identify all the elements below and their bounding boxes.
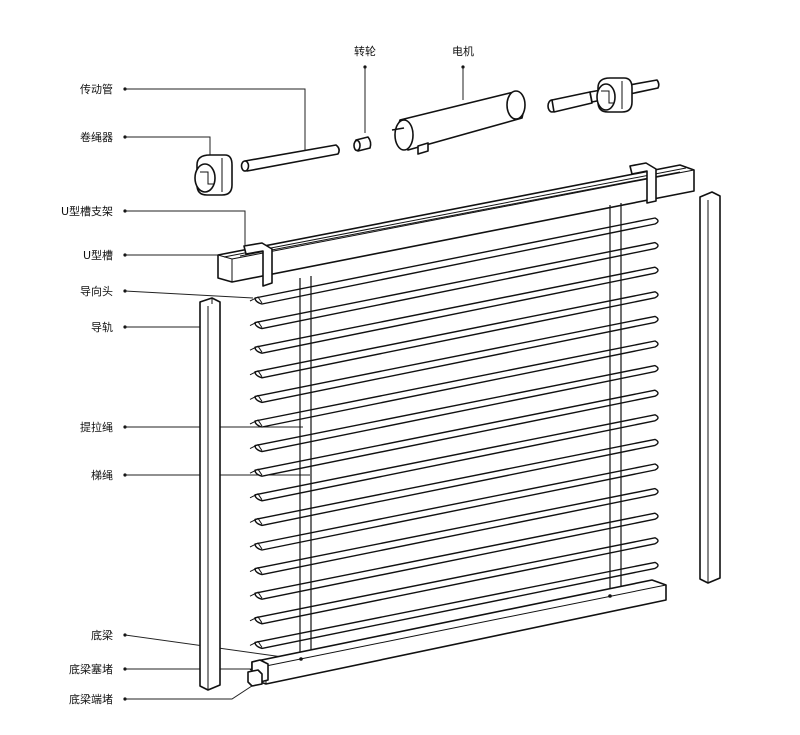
guide-head-tip <box>249 296 263 304</box>
label-bottom-rail-end-cap: 底梁端堵 <box>69 681 259 706</box>
slat <box>254 340 659 428</box>
guide-head-tip <box>249 419 263 427</box>
slat <box>254 266 659 354</box>
u-channel-bracket-left <box>243 242 273 287</box>
guide-head-tip <box>249 394 263 402</box>
guide-head-tip <box>249 320 263 328</box>
svg-text:提拉绳: 提拉绳 <box>80 420 113 434</box>
slat <box>254 389 659 477</box>
svg-text:转轮: 转轮 <box>354 44 376 58</box>
svg-text:U型槽支架: U型槽支架 <box>61 204 113 218</box>
guide-head-tip <box>249 345 263 353</box>
guide-head-tip <box>249 370 263 378</box>
svg-text:底梁端堵: 底梁端堵 <box>69 692 113 706</box>
bottom-rail-end-cap-part <box>247 669 263 687</box>
label-guide-rail: 导轨 <box>91 320 200 334</box>
label-u-channel: U型槽 <box>83 248 222 262</box>
slat <box>254 463 659 551</box>
svg-text:梯绳: 梯绳 <box>91 468 113 482</box>
guide-rail-right <box>699 191 721 584</box>
lift-cord-right <box>609 203 622 592</box>
guide-head-tip <box>249 640 263 648</box>
label-drive-tube: 传动管 <box>80 82 306 150</box>
pulley-part <box>353 136 372 152</box>
guide-head-tip <box>249 542 263 550</box>
svg-text:卷绳器: 卷绳器 <box>80 130 113 144</box>
slat <box>254 537 659 625</box>
cord-winder-right-part <box>596 77 633 113</box>
label-pulley: 转轮 <box>354 44 376 133</box>
slat <box>254 561 659 650</box>
slat <box>254 487 659 576</box>
guide-head-tip <box>249 616 263 624</box>
guide-head-tip <box>249 493 263 501</box>
guide-head-tip <box>249 591 263 599</box>
slat <box>254 291 659 379</box>
label-guide-head: 导向头 <box>80 284 254 299</box>
slat <box>254 241 659 330</box>
svg-text:导轨: 导轨 <box>91 320 113 334</box>
u-channel-part <box>217 164 695 283</box>
drive-tube-part <box>240 144 340 172</box>
slat <box>254 217 659 305</box>
guide-head-tip <box>249 517 263 525</box>
cord-winder-part <box>194 154 233 196</box>
label-bottom-rail-plug: 底梁塞堵 <box>69 662 258 676</box>
guide-head-tip <box>249 468 263 476</box>
u-channel-bracket-right <box>629 162 657 204</box>
svg-text:电机: 电机 <box>452 44 474 58</box>
svg-text:导向头: 导向头 <box>80 284 113 298</box>
svg-text:U型槽: U型槽 <box>83 248 113 262</box>
slat <box>254 512 659 600</box>
guide-rail-left <box>199 297 221 691</box>
svg-text:底梁塞堵: 底梁塞堵 <box>69 662 113 676</box>
lift-cord-left <box>299 276 312 660</box>
slat <box>254 438 659 527</box>
guide-head-tip <box>249 443 263 451</box>
guide-head-tip <box>249 566 263 574</box>
label-u-channel-bracket: U型槽支架 <box>61 204 246 245</box>
slat <box>254 414 659 502</box>
svg-text:传动管: 传动管 <box>80 82 113 96</box>
motor-part <box>391 90 526 155</box>
svg-text:底梁: 底梁 <box>91 628 113 642</box>
label-motor: 电机 <box>452 44 474 100</box>
slat <box>254 315 659 404</box>
label-cord-winder: 卷绳器 <box>80 130 211 155</box>
slat <box>254 364 659 453</box>
